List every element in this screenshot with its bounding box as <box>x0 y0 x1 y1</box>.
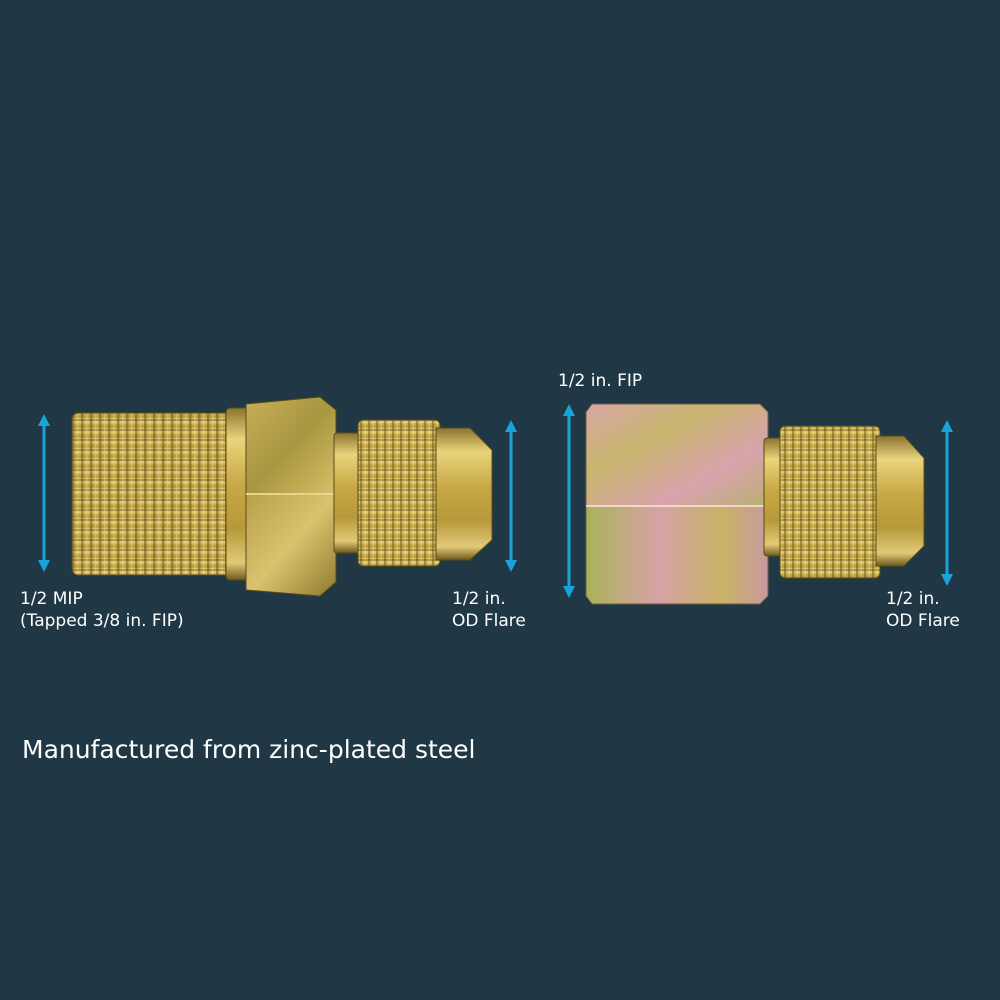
mip-label-line1: 1/2 MIP <box>20 589 83 609</box>
mip-label: 1/2 MIP (Tapped 3/8 in. FIP) <box>20 588 184 632</box>
flare-label-left-line1: 1/2 in. <box>452 589 506 609</box>
mip-threads <box>71 412 233 576</box>
flare-threads-right <box>779 425 881 579</box>
flare-label-right: 1/2 in. OD Flare <box>886 588 960 632</box>
mip-label-line2: (Tapped 3/8 in. FIP) <box>20 611 184 631</box>
material-caption: Manufactured from zinc-plated steel <box>22 735 476 764</box>
hex-nut-bottom <box>245 493 337 597</box>
fitting-right <box>585 403 925 605</box>
fip-hex-top <box>585 403 769 507</box>
flare-tip-right <box>875 435 925 567</box>
flare-threads <box>357 419 441 567</box>
fip-label: 1/2 in. FIP <box>558 371 643 391</box>
flare-label-right-line2: OD Flare <box>886 611 960 631</box>
hex-nut-top <box>245 396 337 495</box>
fip-hex-bottom <box>585 505 769 605</box>
flare-label-right-line1: 1/2 in. <box>886 589 940 609</box>
flare-label-left: 1/2 in. OD Flare <box>452 588 526 632</box>
flare-label-left-line2: OD Flare <box>452 611 526 631</box>
fitting-left <box>71 396 493 597</box>
flare-tip <box>435 427 493 561</box>
